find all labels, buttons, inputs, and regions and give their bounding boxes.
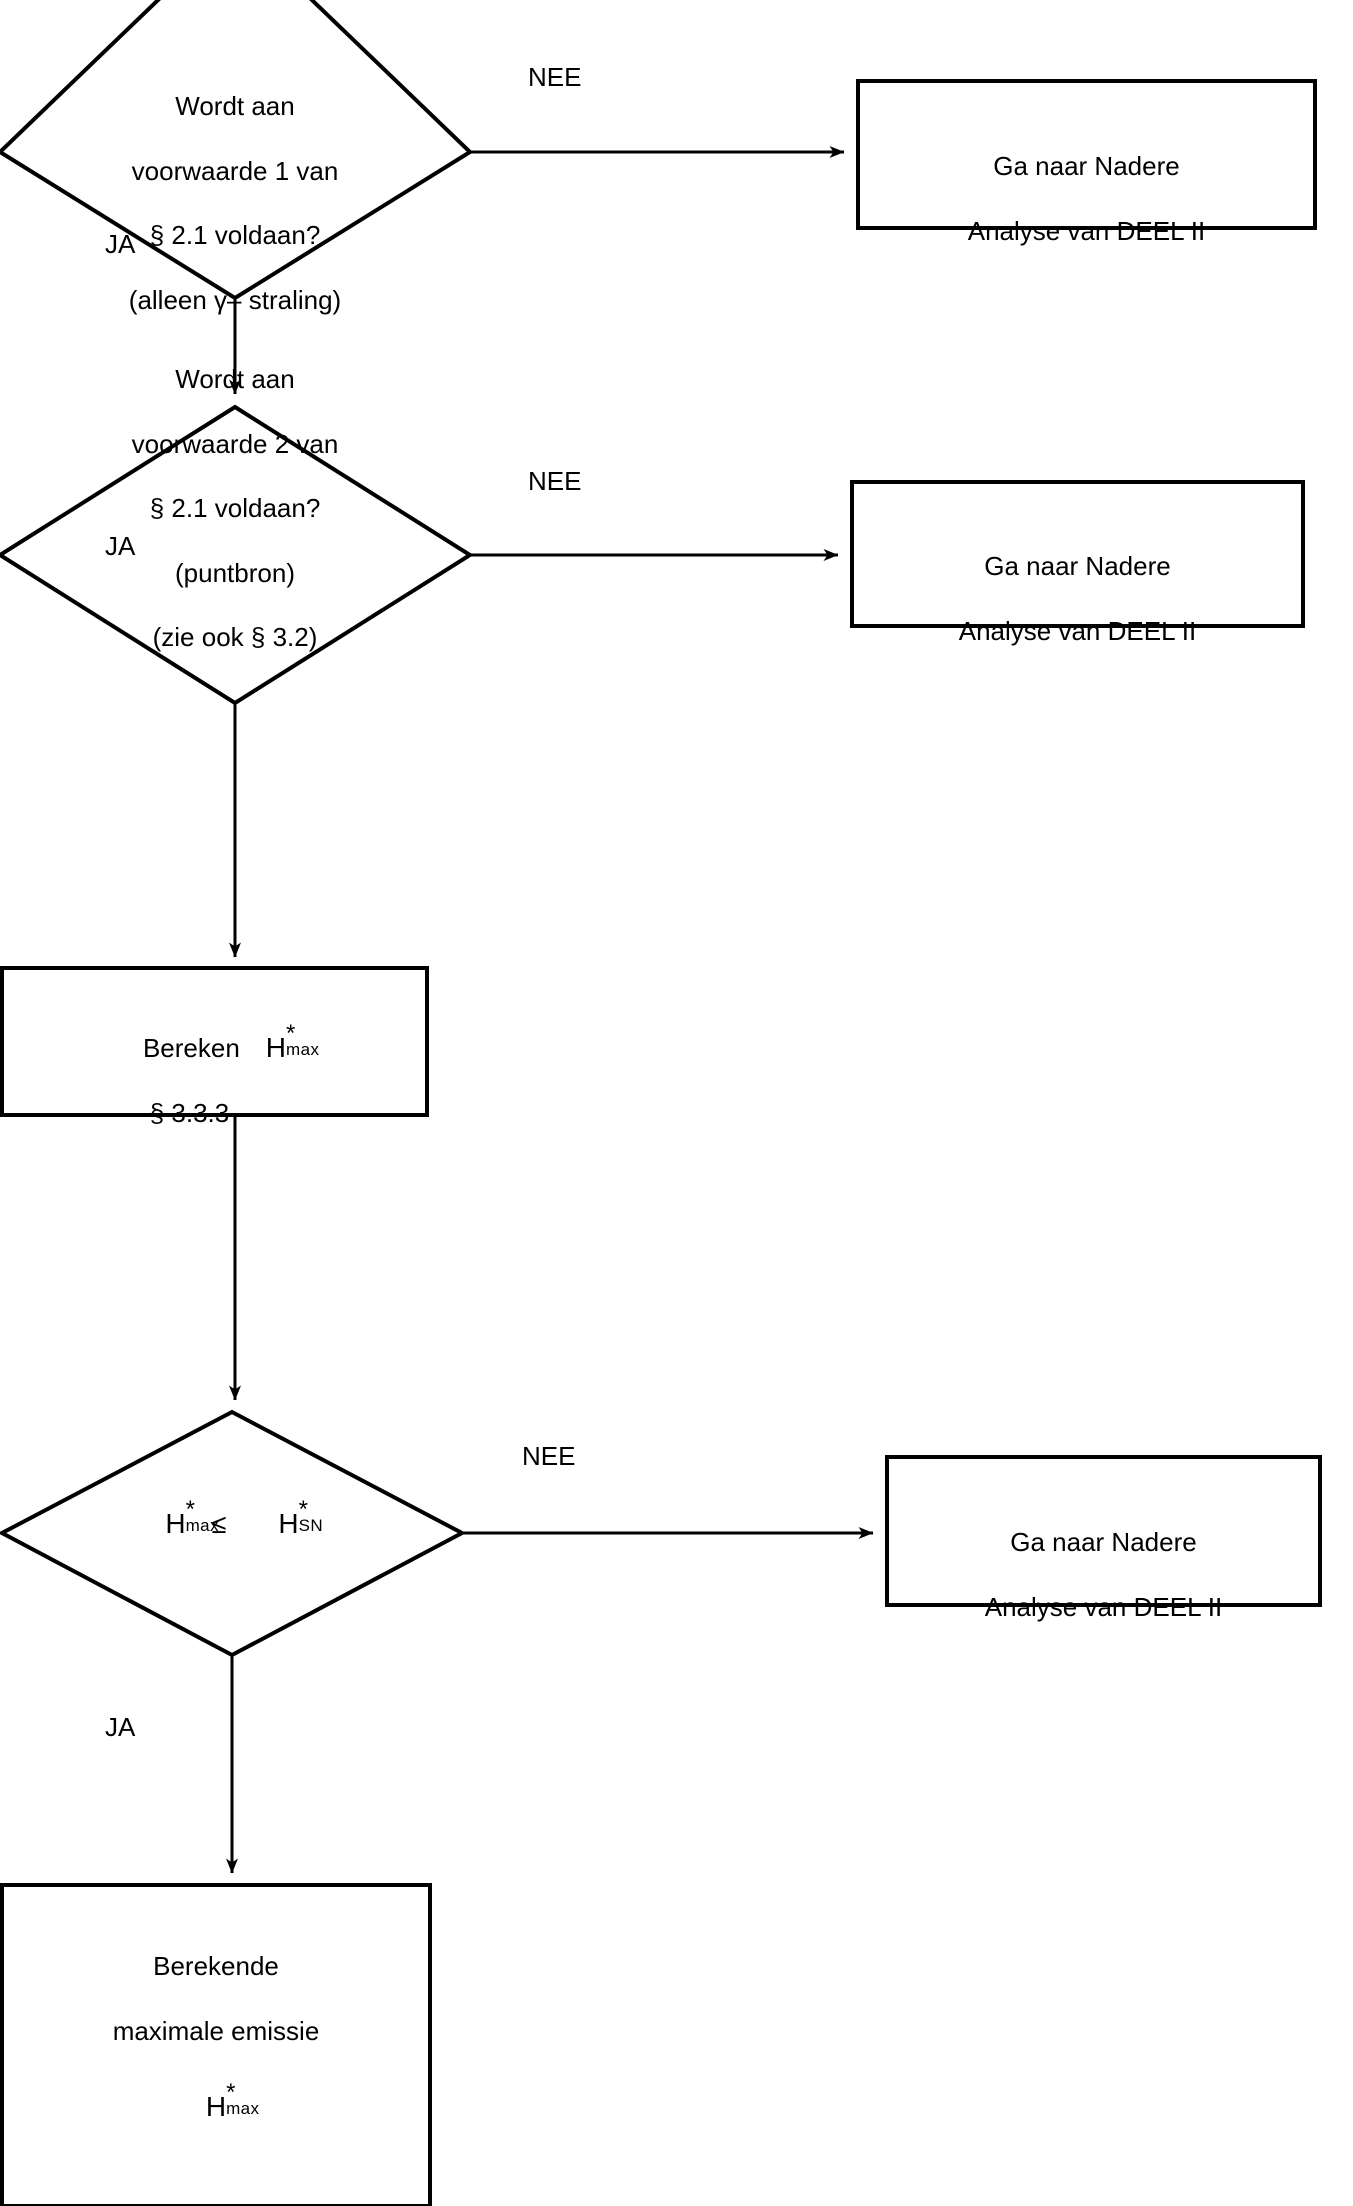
process-node-4-shape <box>885 1455 1322 1607</box>
edge-label-ja-3: JA <box>105 1712 136 1742</box>
edge-label-nee-3: NEE <box>522 1441 576 1471</box>
edge-label-ja-2: JA <box>105 531 136 561</box>
decision-node-3-shape <box>0 1409 467 1658</box>
process-node-1-shape <box>856 79 1317 230</box>
edge-label-ja-1: JA <box>105 229 136 259</box>
decision-node-1-shape <box>0 0 474 301</box>
decision-node-2-shape <box>0 404 474 706</box>
edge-label-nee-2: NEE <box>528 466 582 496</box>
process-node-2-shape <box>850 480 1305 628</box>
process-node-5-shape <box>0 1883 432 2206</box>
process-node-3-shape <box>0 966 429 1117</box>
edge-label-nee-1: NEE <box>528 62 582 92</box>
